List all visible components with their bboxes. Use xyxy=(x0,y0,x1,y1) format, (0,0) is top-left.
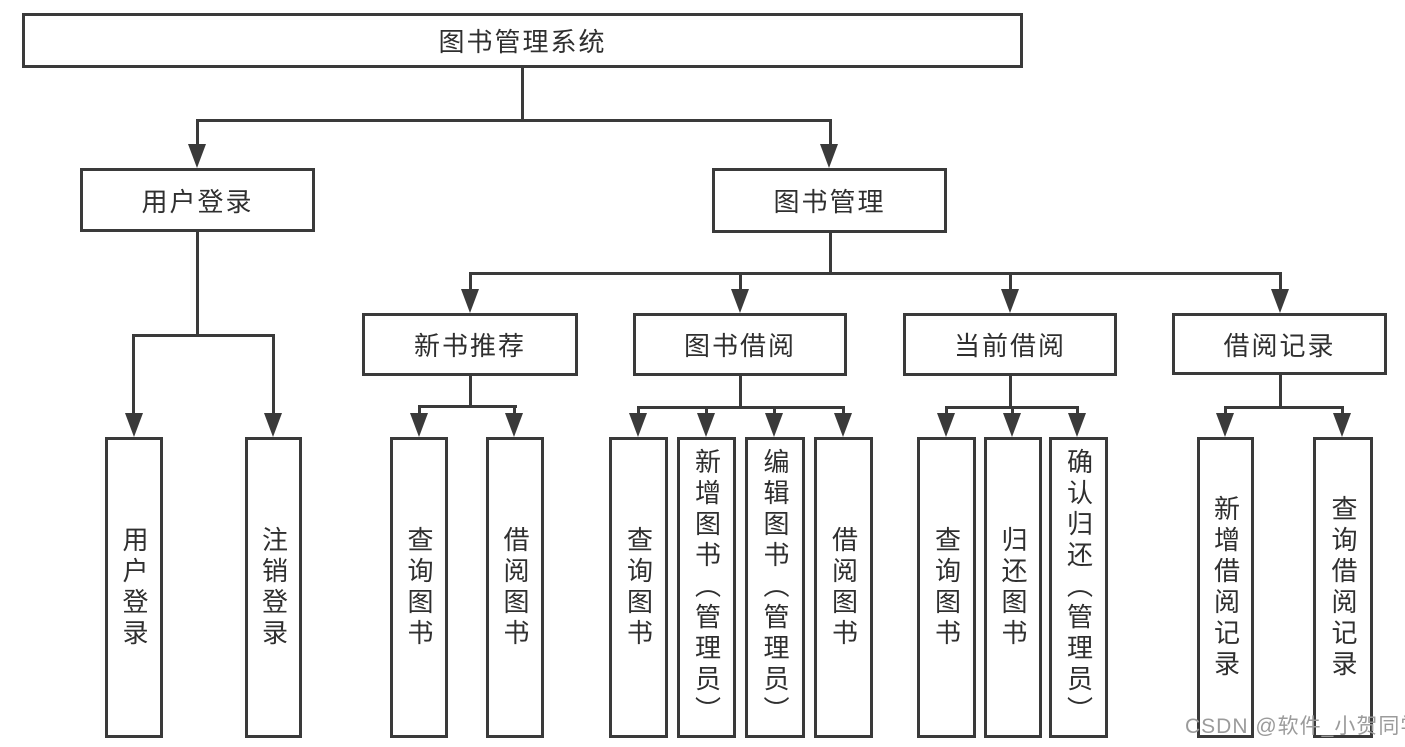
arrow-down-icon xyxy=(1216,413,1234,437)
leaf-add-book-admin: 新增图书（管理员） xyxy=(677,437,736,738)
connector-line xyxy=(418,405,421,416)
node-label: 图书借阅 xyxy=(683,331,796,361)
arrow-down-icon xyxy=(1068,413,1086,437)
leaf-label: 查询图书 xyxy=(404,525,434,650)
arrow-down-icon xyxy=(125,413,143,437)
connector-line xyxy=(1279,375,1282,409)
connector-line xyxy=(829,119,832,147)
leaf-label: 借阅图书 xyxy=(500,525,530,650)
connector-line xyxy=(1076,406,1079,416)
connector-line xyxy=(637,406,845,409)
connector-line xyxy=(1011,406,1014,416)
leaf-label: 确认归还（管理员） xyxy=(1063,448,1094,727)
leaf-borrow-books-recommend: 借阅图书 xyxy=(486,437,544,738)
leaf-label: 编辑图书（管理员） xyxy=(760,448,790,727)
connector-line xyxy=(469,272,472,292)
leaf-label: 查询借阅记录 xyxy=(1328,494,1358,681)
connector-line xyxy=(469,272,1282,275)
connector-line xyxy=(1341,406,1344,416)
connector-line xyxy=(945,406,948,416)
node-label: 借阅记录 xyxy=(1223,330,1336,361)
leaf-label: 注销登录 xyxy=(258,525,289,650)
leaf-label: 新增借阅记录 xyxy=(1210,494,1241,681)
connector-line xyxy=(773,406,776,416)
connector-line xyxy=(1224,406,1227,416)
arrow-down-icon xyxy=(629,413,647,437)
node-book-borrow: 图书借阅 xyxy=(633,313,847,376)
connector-line xyxy=(521,68,524,122)
connector-line xyxy=(132,334,275,337)
arrow-down-icon xyxy=(1001,289,1019,313)
arrow-down-icon xyxy=(505,413,523,437)
leaf-label: 新增图书（管理员） xyxy=(691,448,722,727)
leaf-query-books-recommend: 查询图书 xyxy=(390,437,448,738)
connector-line xyxy=(637,406,640,416)
arrow-down-icon xyxy=(731,289,749,313)
node-label: 新书推荐 xyxy=(413,331,526,361)
node-label: 图书管理 xyxy=(773,187,886,217)
node-user-login: 用户登录 xyxy=(80,168,315,232)
connector-line xyxy=(739,272,742,292)
arrow-down-icon xyxy=(1333,413,1351,437)
leaf-label: 查询图书 xyxy=(623,525,654,650)
arrow-down-icon xyxy=(461,289,479,313)
watermark: CSDN @软件_小贺同学 xyxy=(1185,715,1405,738)
leaf-edit-book-admin: 编辑图书（管理员） xyxy=(745,437,805,738)
leaf-label: 归还图书 xyxy=(998,525,1028,650)
arrow-down-icon xyxy=(1003,413,1021,437)
leaf-return-books: 归还图书 xyxy=(984,437,1042,738)
arrow-down-icon xyxy=(264,413,282,437)
node-borrow-records: 借阅记录 xyxy=(1172,313,1387,375)
arrow-down-icon xyxy=(188,144,206,168)
connector-line xyxy=(1279,272,1282,292)
connector-line xyxy=(272,334,275,415)
connector-line xyxy=(1009,272,1012,292)
arrow-down-icon xyxy=(834,413,852,437)
leaf-query-borrow-record: 查询借阅记录 xyxy=(1313,437,1373,738)
node-label: 当前借阅 xyxy=(953,331,1066,361)
connector-line xyxy=(513,405,516,416)
connector-line xyxy=(842,406,845,416)
leaf-borrow-books: 借阅图书 xyxy=(814,437,873,738)
leaf-user-login: 用户登录 xyxy=(105,437,163,738)
connector-line xyxy=(132,334,135,415)
leaf-add-borrow-record: 新增借阅记录 xyxy=(1197,437,1254,738)
node-new-book-recommend: 新书推荐 xyxy=(362,313,578,376)
connector-line xyxy=(196,119,832,122)
node-root: 图书管理系统 xyxy=(22,13,1023,68)
connector-line xyxy=(1224,406,1344,409)
leaf-query-books-current: 查询图书 xyxy=(917,437,976,738)
arrow-down-icon xyxy=(410,413,428,437)
arrow-down-icon xyxy=(820,144,838,168)
leaf-query-books-borrow: 查询图书 xyxy=(609,437,668,738)
leaf-label: 借阅图书 xyxy=(828,525,859,650)
connector-line xyxy=(1009,376,1012,409)
arrow-down-icon xyxy=(697,413,715,437)
node-current-borrow: 当前借阅 xyxy=(903,313,1117,376)
node-book-management: 图书管理 xyxy=(712,168,947,233)
connector-line xyxy=(739,376,742,408)
leaf-logout: 注销登录 xyxy=(245,437,302,738)
leaf-label: 查询图书 xyxy=(931,525,962,650)
connector-line xyxy=(196,119,199,147)
connector-line xyxy=(705,406,708,416)
leaf-label: 用户登录 xyxy=(119,525,149,650)
connector-line xyxy=(469,376,472,408)
connector-line xyxy=(829,233,832,275)
node-label: 用户登录 xyxy=(141,186,254,217)
node-label: 图书管理系统 xyxy=(438,27,607,57)
connector-line xyxy=(196,232,199,337)
arrow-down-icon xyxy=(765,413,783,437)
connector-line xyxy=(418,405,517,408)
arrow-down-icon xyxy=(937,413,955,437)
arrow-down-icon xyxy=(1271,289,1289,313)
leaf-confirm-return-admin: 确认归还（管理员） xyxy=(1049,437,1108,738)
